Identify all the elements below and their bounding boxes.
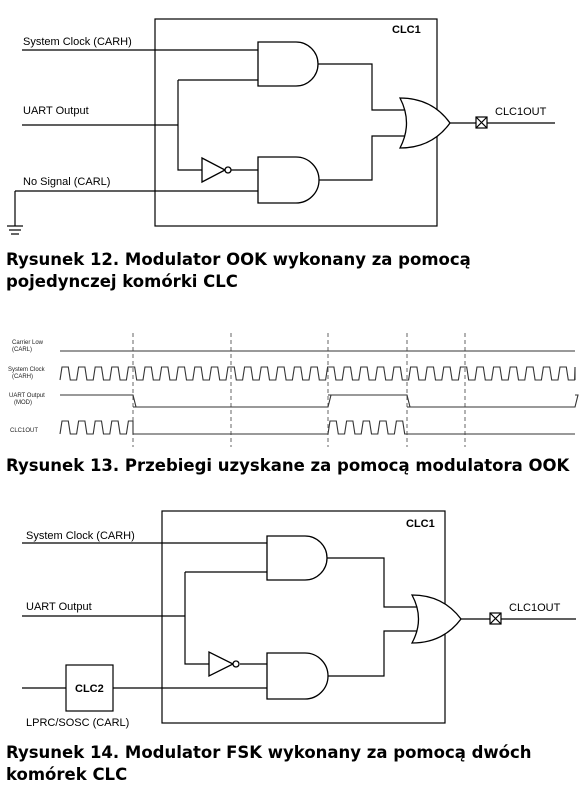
uart-branch-wire <box>177 80 202 171</box>
and-gate-icon <box>266 652 329 700</box>
carh-label-sub: (CARH) <box>12 374 33 380</box>
uart-output-label: UART Output <box>23 105 89 117</box>
figure-caption-13: Rysunek 13. Przebiegi uzyskane za pomocą… <box>6 456 570 475</box>
timing-waveforms <box>59 350 579 435</box>
output-pin-icon <box>475 116 488 129</box>
figure-caption-14: Rysunek 14. Modulator FSK wykonany za po… <box>6 743 532 784</box>
ground-icon <box>7 191 23 235</box>
figure1-ook-modulator: CLC1 <box>7 18 555 235</box>
not-gate-bubble-icon <box>224 166 232 174</box>
mod-label: UART Output <box>9 393 45 399</box>
clc2-block <box>65 664 114 712</box>
clc2-source-label: LPRC/SOSC (CARL) <box>26 717 129 729</box>
system-clock-label: System Clock (CARH) <box>23 36 132 48</box>
and2-to-or-wire <box>328 630 420 677</box>
mod-label-sub: (MOD) <box>14 400 32 406</box>
clc1out-waveform <box>59 420 575 435</box>
clc1out-wave-label: CLC1OUT <box>10 428 38 434</box>
and1-to-or-wire <box>327 557 420 608</box>
clc1-label: CLC1 <box>392 24 421 36</box>
and-gate-icon <box>266 535 328 581</box>
and-gate-icon <box>257 41 319 87</box>
clc1-label: CLC1 <box>406 518 435 530</box>
uart-branch-wire <box>184 572 209 665</box>
system-clock-label: System Clock (CARH) <box>26 530 135 542</box>
carl-label-sub: (CARL) <box>12 347 32 353</box>
or-gate-icon <box>410 594 462 644</box>
uart-waveform <box>60 394 579 408</box>
not-gate-bubble-icon <box>232 660 240 668</box>
and-gate-icon <box>257 156 320 204</box>
clc1out-label: CLC1OUT <box>509 602 561 614</box>
no-signal-label: No Signal (CARL) <box>23 176 110 188</box>
timing-boundaries <box>132 333 466 447</box>
and2-to-or-wire <box>319 135 408 181</box>
clc2-label: CLC2 <box>75 683 104 695</box>
figure2-timing-diagram: Carrier Low (CARL) System Clock (CARH) U… <box>8 333 579 447</box>
not-gate-icon <box>201 156 227 184</box>
figure3-fsk-modulator: CLC1 CLC2 System Clock (CARH) UART Outpu… <box>22 510 576 729</box>
carh-label: System Clock <box>8 367 46 373</box>
or-gate-icon <box>398 97 451 149</box>
and1-to-or-wire <box>318 63 408 111</box>
figure-caption-12: Rysunek 12. Modulator OOK wykonany za po… <box>6 250 471 291</box>
carl-label: Carrier Low <box>12 340 44 346</box>
not-gate-icon <box>208 650 235 678</box>
uart-output-label: UART Output <box>26 601 92 613</box>
carh-waveform <box>59 366 576 381</box>
output-pin-icon <box>489 612 502 625</box>
clc1out-label: CLC1OUT <box>495 106 547 118</box>
